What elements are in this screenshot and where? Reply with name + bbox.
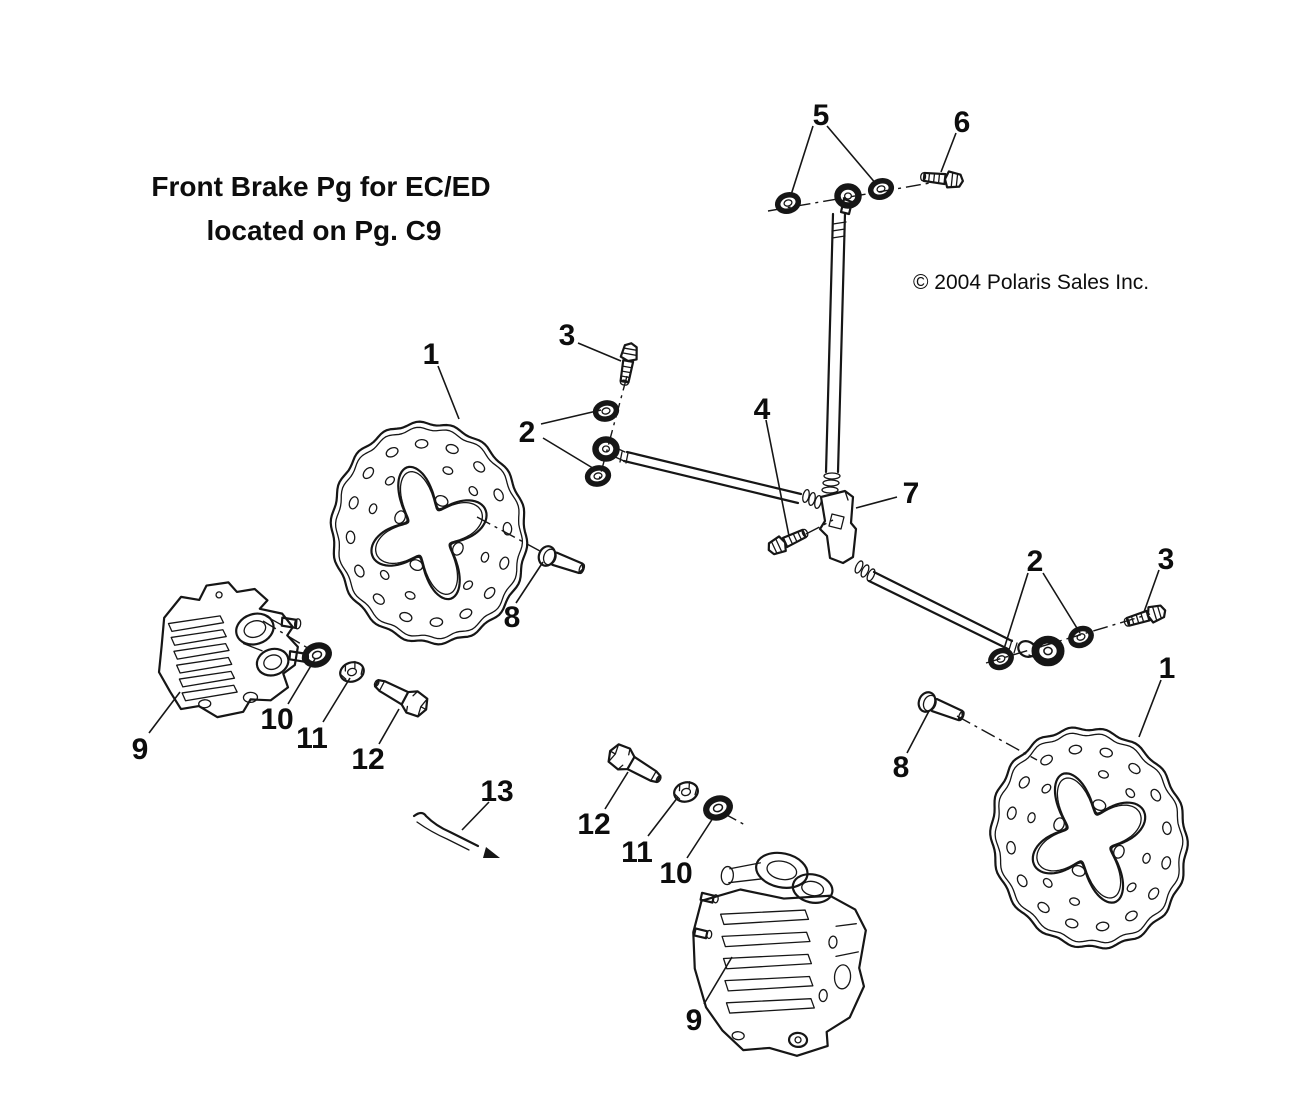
nut-11-left	[336, 658, 368, 686]
brake-hose-left	[612, 446, 822, 510]
callout-3-left: 3	[559, 319, 576, 352]
callout-3-right: 3	[1158, 543, 1175, 576]
washer-10-mid	[704, 795, 733, 821]
brake-hose-right	[854, 560, 1042, 660]
assembly-centerlines	[262, 182, 1151, 827]
note-line-2: located on Pg. C9	[207, 215, 442, 246]
callout-11-left: 11	[296, 722, 328, 755]
callout-leader-lines	[148, 125, 1162, 1005]
callout-10-mid: 10	[659, 857, 692, 890]
brake-caliper-left	[157, 581, 310, 719]
bolt-12-left	[368, 670, 433, 722]
washer-5b	[869, 178, 894, 200]
callout-12-mid: 12	[577, 808, 610, 841]
callout-5: 5	[813, 99, 830, 132]
callout-10-left: 10	[260, 703, 293, 736]
bolt-12-mid	[603, 739, 668, 792]
page-note: Front Brake Pg for EC/ED located on Pg. …	[151, 171, 490, 246]
callout-9-left: 9	[132, 733, 149, 766]
washer-2-left-b	[586, 466, 610, 486]
bolt-3-left	[614, 340, 641, 388]
copyright-text: © 2004 Polaris Sales Inc.	[913, 271, 1149, 294]
callout-4: 4	[754, 393, 771, 426]
washer-10-left	[303, 642, 332, 668]
callout-2-right: 2	[1027, 545, 1044, 578]
brake-hose-vertical	[821, 197, 854, 494]
callout-1-right: 1	[1159, 652, 1176, 685]
banjo-eye-left	[596, 440, 617, 459]
callout-8-left: 8	[504, 601, 521, 634]
bolt-3-right	[1121, 601, 1169, 632]
callout-11-mid: 11	[621, 836, 653, 869]
bolt-8-left	[534, 542, 589, 580]
brake-caliper-right	[692, 851, 867, 1057]
callout-2-left: 2	[519, 416, 536, 449]
tee-fitting	[818, 489, 858, 565]
note-line-1: Front Brake Pg for EC/ED	[151, 171, 490, 202]
washer-2-right-a	[988, 647, 1014, 670]
brake-disc-right	[966, 704, 1212, 972]
banjo-eye-right	[1035, 640, 1060, 663]
callout-9-right: 9	[686, 1004, 703, 1037]
callout-7: 7	[903, 477, 920, 510]
callout-13: 13	[480, 775, 513, 808]
callout-6: 6	[954, 106, 971, 139]
washer-5a	[776, 192, 801, 214]
callout-12-left: 12	[351, 743, 384, 776]
pin-13	[412, 811, 500, 858]
callout-1-left: 1	[423, 338, 440, 371]
callout-8-right: 8	[893, 751, 910, 784]
